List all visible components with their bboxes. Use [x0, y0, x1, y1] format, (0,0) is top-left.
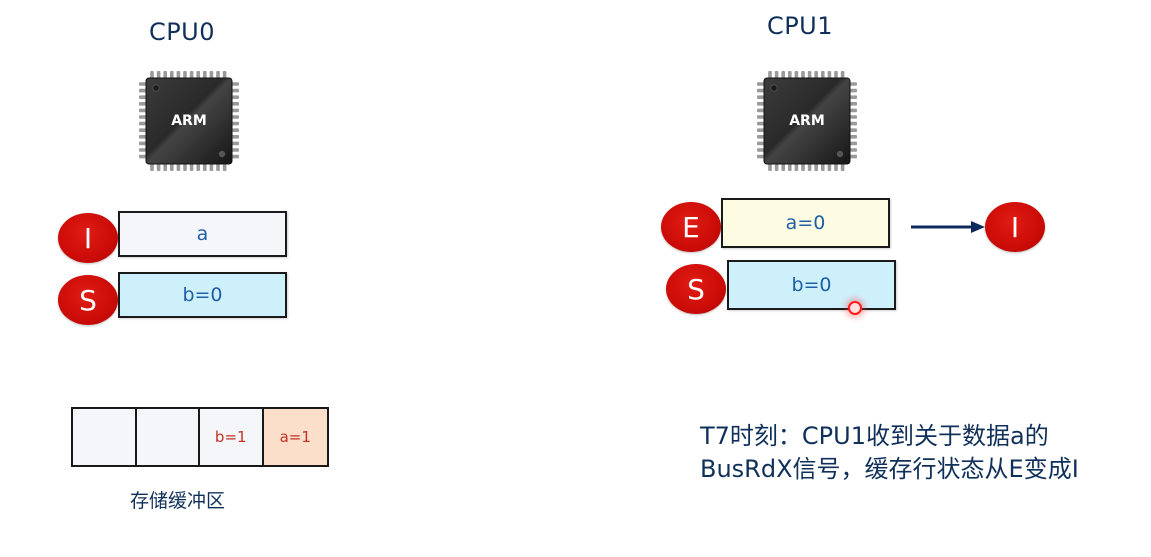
svg-text:ARM: ARM [789, 113, 825, 129]
cpu1-line-a-new-state-badge: I [985, 202, 1045, 252]
cpu1-cache-line-a: a=0 [721, 198, 890, 248]
state-letter: I [1010, 210, 1020, 244]
slot-content: b=1 [214, 428, 247, 446]
state-letter: I [83, 221, 93, 255]
state-letter: S [687, 272, 705, 306]
cache-line-content: a=0 [785, 212, 826, 234]
cpu0-line-b-state-badge: S [58, 275, 118, 325]
transition-arrow-icon [909, 218, 987, 240]
cpu0-title: CPU0 [148, 18, 216, 46]
cpu1-line-a-state-badge: E [661, 202, 721, 252]
pointer-highlight [848, 301, 862, 315]
store-buffer-label: 存储缓冲区 [130, 490, 226, 512]
cpu1-cache-line-b: b=0 [727, 260, 896, 310]
cpu1-chip-icon: ARM [754, 68, 860, 178]
cache-line-content: b=0 [182, 284, 223, 306]
store-buffer-slot: a=1 [263, 409, 327, 465]
cpu1-line-b-state-badge: S [666, 264, 726, 314]
cpu0-chip-icon: ARM [136, 68, 242, 178]
state-letter: S [79, 283, 97, 317]
slot-content: a=1 [279, 428, 311, 446]
store-buffer-slot [136, 409, 200, 465]
cache-line-content: a [196, 223, 209, 245]
cpu0-store-buffer: b=1 a=1 [71, 407, 329, 467]
cpu0-cache-line-b: b=0 [118, 272, 287, 318]
cpu0-line-a-state-badge: I [58, 213, 118, 263]
cpu1-title: CPU1 [766, 12, 834, 40]
cache-line-content: b=0 [791, 274, 832, 296]
explanation-note: T7时刻：CPU1收到关于数据a的BusRdX信号，缓存行状态从E变成I [700, 422, 1079, 483]
cpu0-cache-line-a: a [118, 211, 287, 257]
store-buffer-slot [73, 409, 137, 465]
store-buffer-slot: b=1 [200, 409, 264, 465]
state-letter: E [682, 210, 700, 244]
svg-text:ARM: ARM [171, 113, 207, 129]
